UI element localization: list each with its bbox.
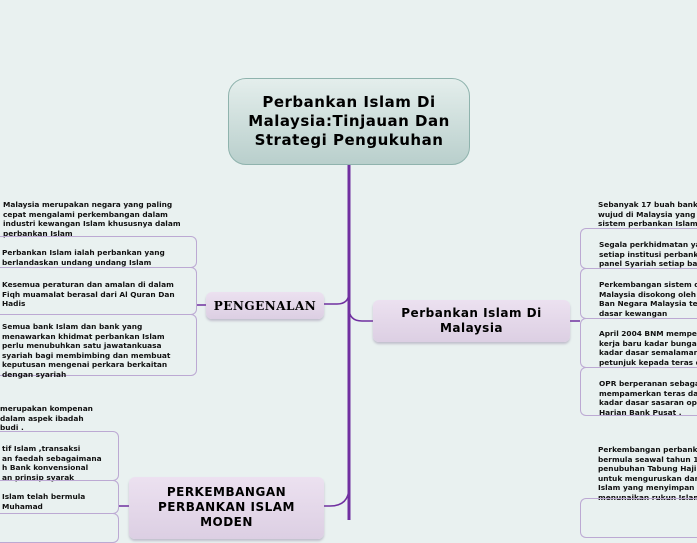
leaf-text-line: panel Syariah setiap bank xyxy=(599,259,697,269)
leaf-text-line: petunjuk kepada teras da xyxy=(599,357,697,367)
leaf-text-line: untuk menguruskan dana xyxy=(598,473,697,483)
leaf-text-line: kadar dasar sasaran oper xyxy=(599,398,697,408)
leaf-text-line: Islam yang menyimpan b xyxy=(598,483,697,493)
leaf-text: Semua bank Islam dan bank yang menawarka… xyxy=(2,322,171,379)
leaf-text-line: setiap institusi perbankan xyxy=(599,249,697,259)
leaf-item[interactable]: Semua bank Islam dan bank yang menawarka… xyxy=(0,314,197,379)
leaf-text-line: mempamerkan teras dasa xyxy=(599,388,697,398)
topic-pengenalan[interactable]: PENGENALAN xyxy=(206,292,324,319)
leaf-item[interactable] xyxy=(0,513,119,543)
leaf-text-line: kadar dasar semalaman ( xyxy=(599,348,697,358)
topic-perkembangan-perbankan-islam-moden[interactable]: PERKEMBANGAN PERBANKAN ISLAM MODEN xyxy=(129,477,324,539)
leaf-text-line: Harian Bank Pusat . xyxy=(599,407,682,416)
leaf-text-line: Perkembangan sistem dw xyxy=(599,280,697,289)
central-topic-label: Perbankan Islam Di Malaysia:Tinjauan Dan… xyxy=(248,93,450,149)
leaf-text-line: an prinsip syarak xyxy=(2,472,75,482)
connector-perkembangan xyxy=(324,486,350,507)
branch-connectors xyxy=(119,165,580,520)
leaf-item[interactable] xyxy=(580,498,697,538)
leaf-text-line: merupakan kompenan xyxy=(0,404,93,413)
leaf-text-line: an faedah sebagaimana xyxy=(2,453,102,463)
leaf-text-line: h Bank konvensional xyxy=(2,463,89,473)
leaf-text-line: budi . xyxy=(0,423,24,433)
leaf-text: Kesemua peraturan dan amalan di dalam Fi… xyxy=(2,280,175,309)
leaf-text-line: kerja baru kadar bunga la xyxy=(599,338,697,348)
topic-label: PENGENALAN xyxy=(213,298,317,313)
connector-perbankan-malaysia xyxy=(348,307,373,322)
connector-pengenalan xyxy=(324,291,350,305)
central-topic[interactable]: Perbankan Islam Di Malaysia:Tinjauan Dan… xyxy=(228,78,470,165)
leaf-text-line: dalam aspek ibadah xyxy=(0,413,84,423)
leaf-text-line: wujud di Malaysia yang b xyxy=(598,209,697,219)
leaf-text-line: Sebanyak 17 buah bank I xyxy=(598,200,697,209)
leaf-text-line: tif Islam ,transaksi xyxy=(2,444,81,453)
leaf-text-line: Segala perkhidmatan yan xyxy=(599,240,697,249)
leaf-text-line: penubuhan Tabung Haji y xyxy=(598,464,697,474)
leaf-text: Perbankan Islam ialah perbankan yang ber… xyxy=(2,248,165,267)
leaf-text-line: OPR berperanan sebagai xyxy=(599,379,697,388)
leaf-text-line: Perkembangan perbanka xyxy=(598,445,697,454)
leaf-text-line: Ban Negara Malaysia teru xyxy=(599,299,697,309)
leaf-item[interactable]: Malaysia merupakan negara yang paling ce… xyxy=(0,200,197,238)
leaf-text: Malaysia merupakan negara yang paling ce… xyxy=(3,200,181,238)
leaf-text-line: Malaysia disokong oleh p xyxy=(599,289,697,299)
leaf-text-line: Islam telah bermula xyxy=(2,492,86,501)
leaf-text-line: dasar kewangan xyxy=(599,308,668,318)
topic-label: PERKEMBANGAN PERBANKAN ISLAM MODEN xyxy=(158,485,295,529)
leaf-text-line: Muhamad xyxy=(2,501,43,511)
leaf-text-line: sistem perbankan Islam xyxy=(598,219,697,229)
leaf-text-line: menunaikan rukun Islam xyxy=(598,492,697,502)
leaf-item[interactable]: Perbankan Islam ialah perbankan yang ber… xyxy=(0,236,197,268)
leaf-text-line: April 2004 BNM memperk xyxy=(599,329,697,338)
leaf-text-line: bermula seawal tahun 19 xyxy=(598,454,697,464)
topic-label: Perbankan Islam Di Malaysia xyxy=(401,306,542,335)
leaf-item[interactable]: Kesemua peraturan dan amalan di dalam Fi… xyxy=(0,267,197,315)
topic-perbankan-islam-di-malaysia[interactable]: Perbankan Islam Di Malaysia xyxy=(373,300,570,342)
